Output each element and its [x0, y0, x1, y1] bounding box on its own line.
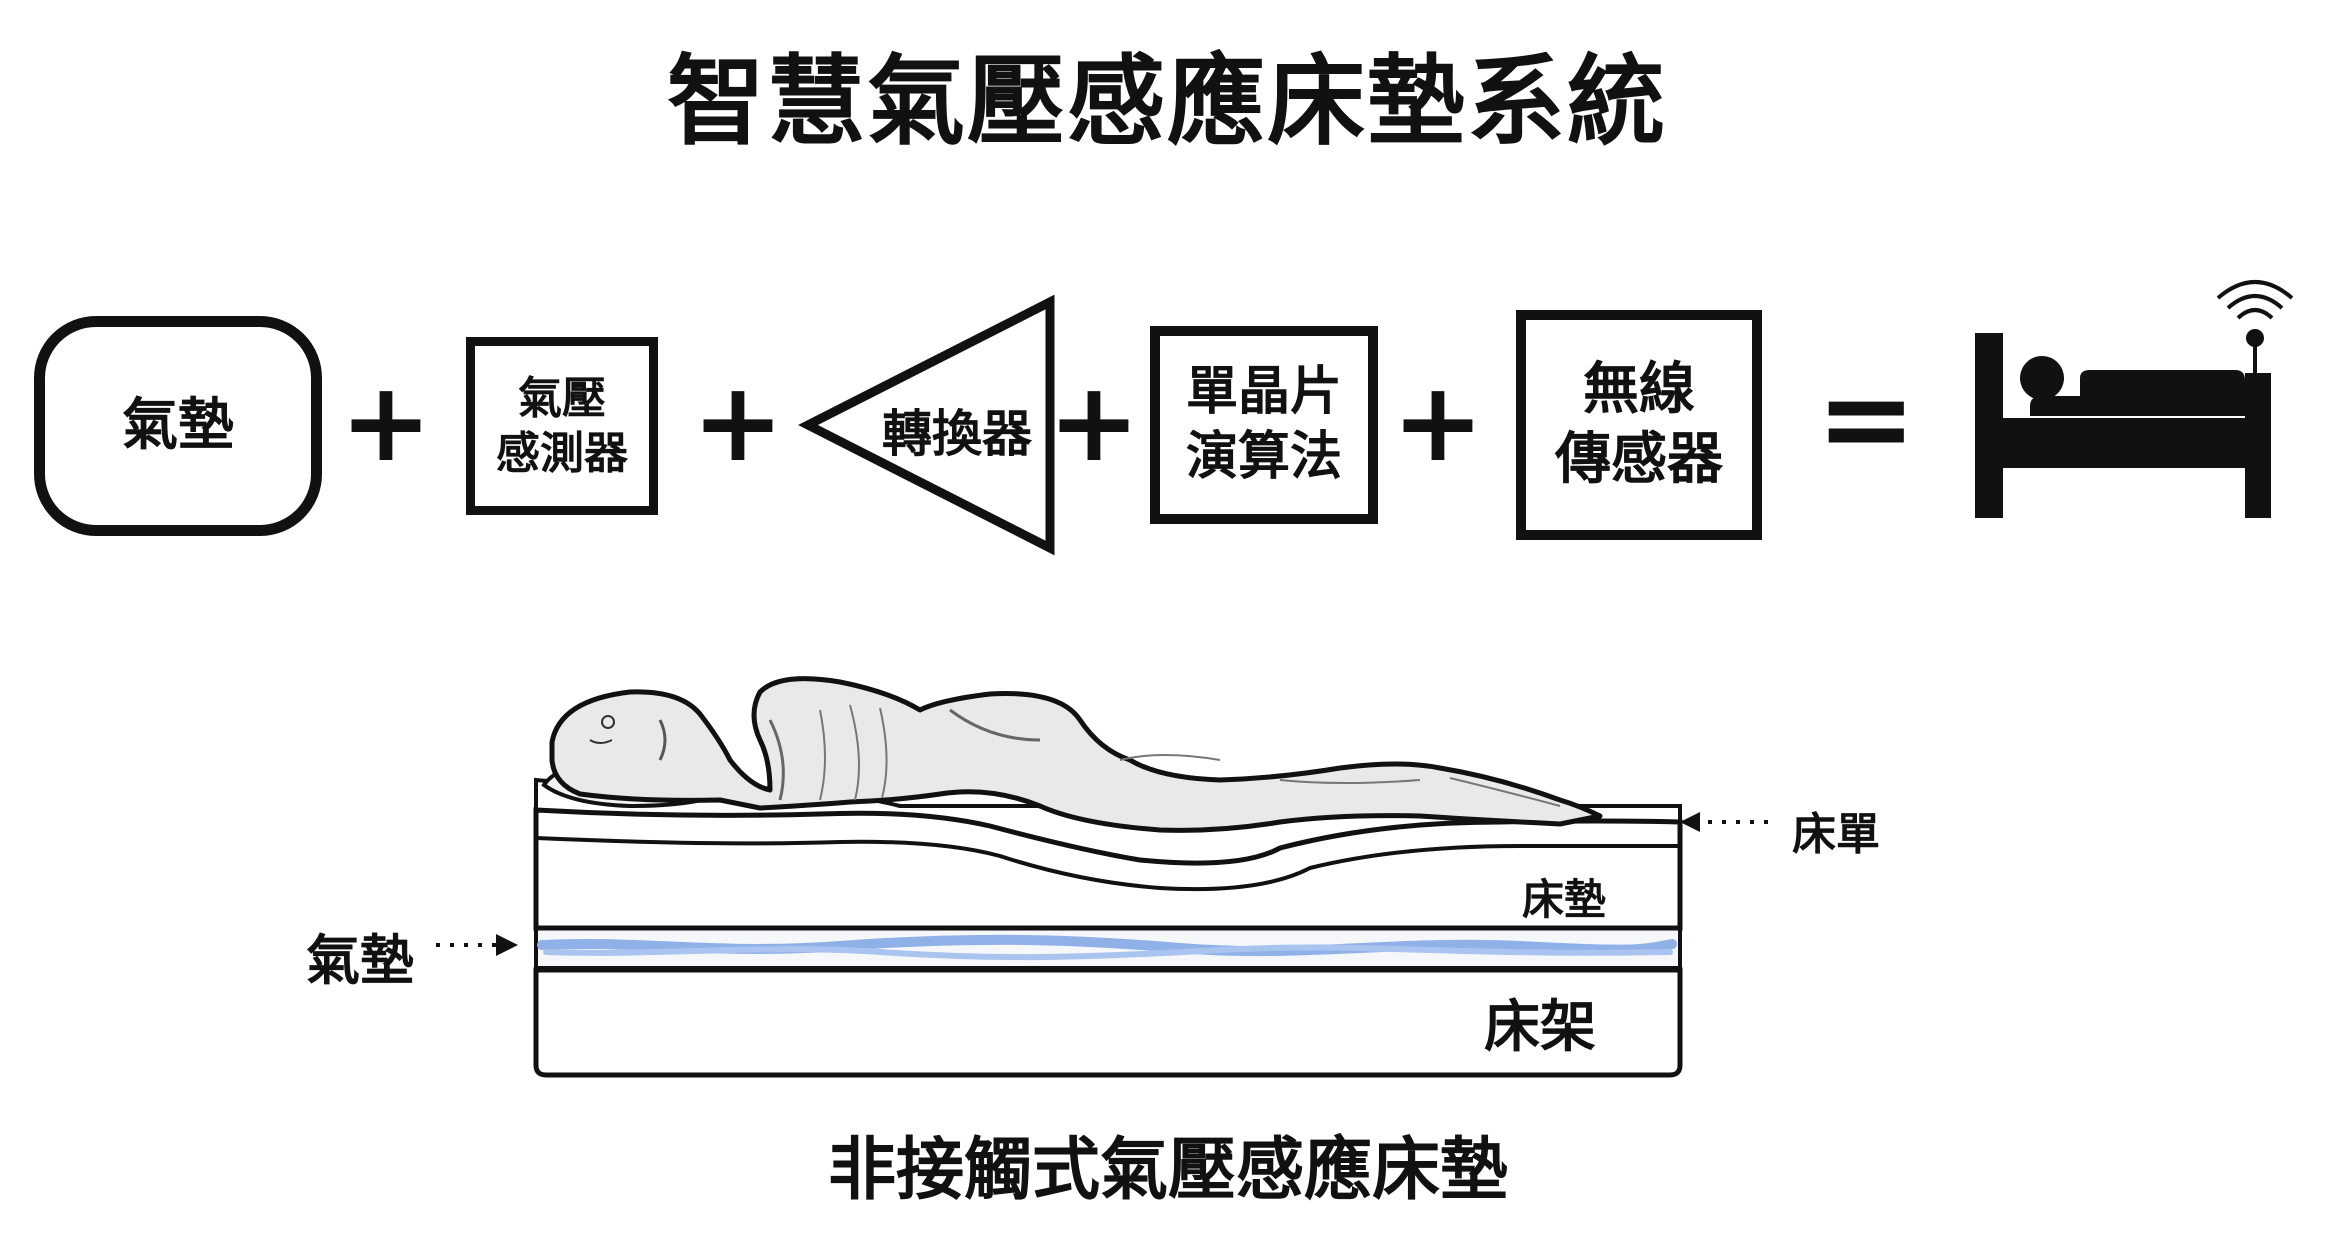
air-cushion-pointer-arrow	[436, 934, 518, 956]
bed-frame-label: 床架	[1484, 995, 1596, 1060]
wireless-label-line2: 傳感器	[1555, 427, 1723, 492]
plus-sign-2: +	[691, 358, 785, 486]
air-cushion-label-illustration: 氣墊	[306, 929, 414, 992]
plus-sign-1: +	[339, 358, 433, 486]
sheet-label: 床單	[1792, 809, 1880, 860]
converter-label: 轉換器	[882, 405, 1032, 463]
equals-sign: =	[1816, 350, 1917, 489]
mattress-label: 床墊	[1522, 875, 1607, 924]
air-cushion-label: 氣墊	[122, 393, 234, 458]
sheet-pointer-arrow	[1680, 812, 1776, 832]
mcu-label-line2: 演算法	[1185, 427, 1342, 487]
mattress-illustration	[533, 676, 1683, 1078]
smart-bed-icon	[1975, 280, 2294, 518]
mcu-algorithm-box: 單晶片 演算法	[1150, 326, 1378, 524]
pressure-sensor-box: 氣壓 感測器	[466, 337, 658, 515]
diagram-title: 智慧氣壓感應床墊系統	[666, 45, 1667, 159]
plus-sign-4: +	[1391, 358, 1485, 486]
air-cushion-box: 氣墊	[34, 316, 322, 536]
wireless-label-line1: 無線	[1583, 357, 1695, 422]
plus-sign-3: +	[1047, 358, 1141, 486]
mcu-label-line1: 單晶片	[1185, 362, 1342, 422]
pressure-sensor-label-line1: 氣壓	[518, 373, 606, 424]
pressure-sensor-label-line2: 感測器	[496, 428, 628, 479]
wireless-sensor-box: 無線 傳感器	[1516, 310, 1762, 540]
illustration-caption: 非接觸式氣壓感應床墊	[827, 1131, 1508, 1210]
converter-triangle	[798, 294, 1055, 556]
